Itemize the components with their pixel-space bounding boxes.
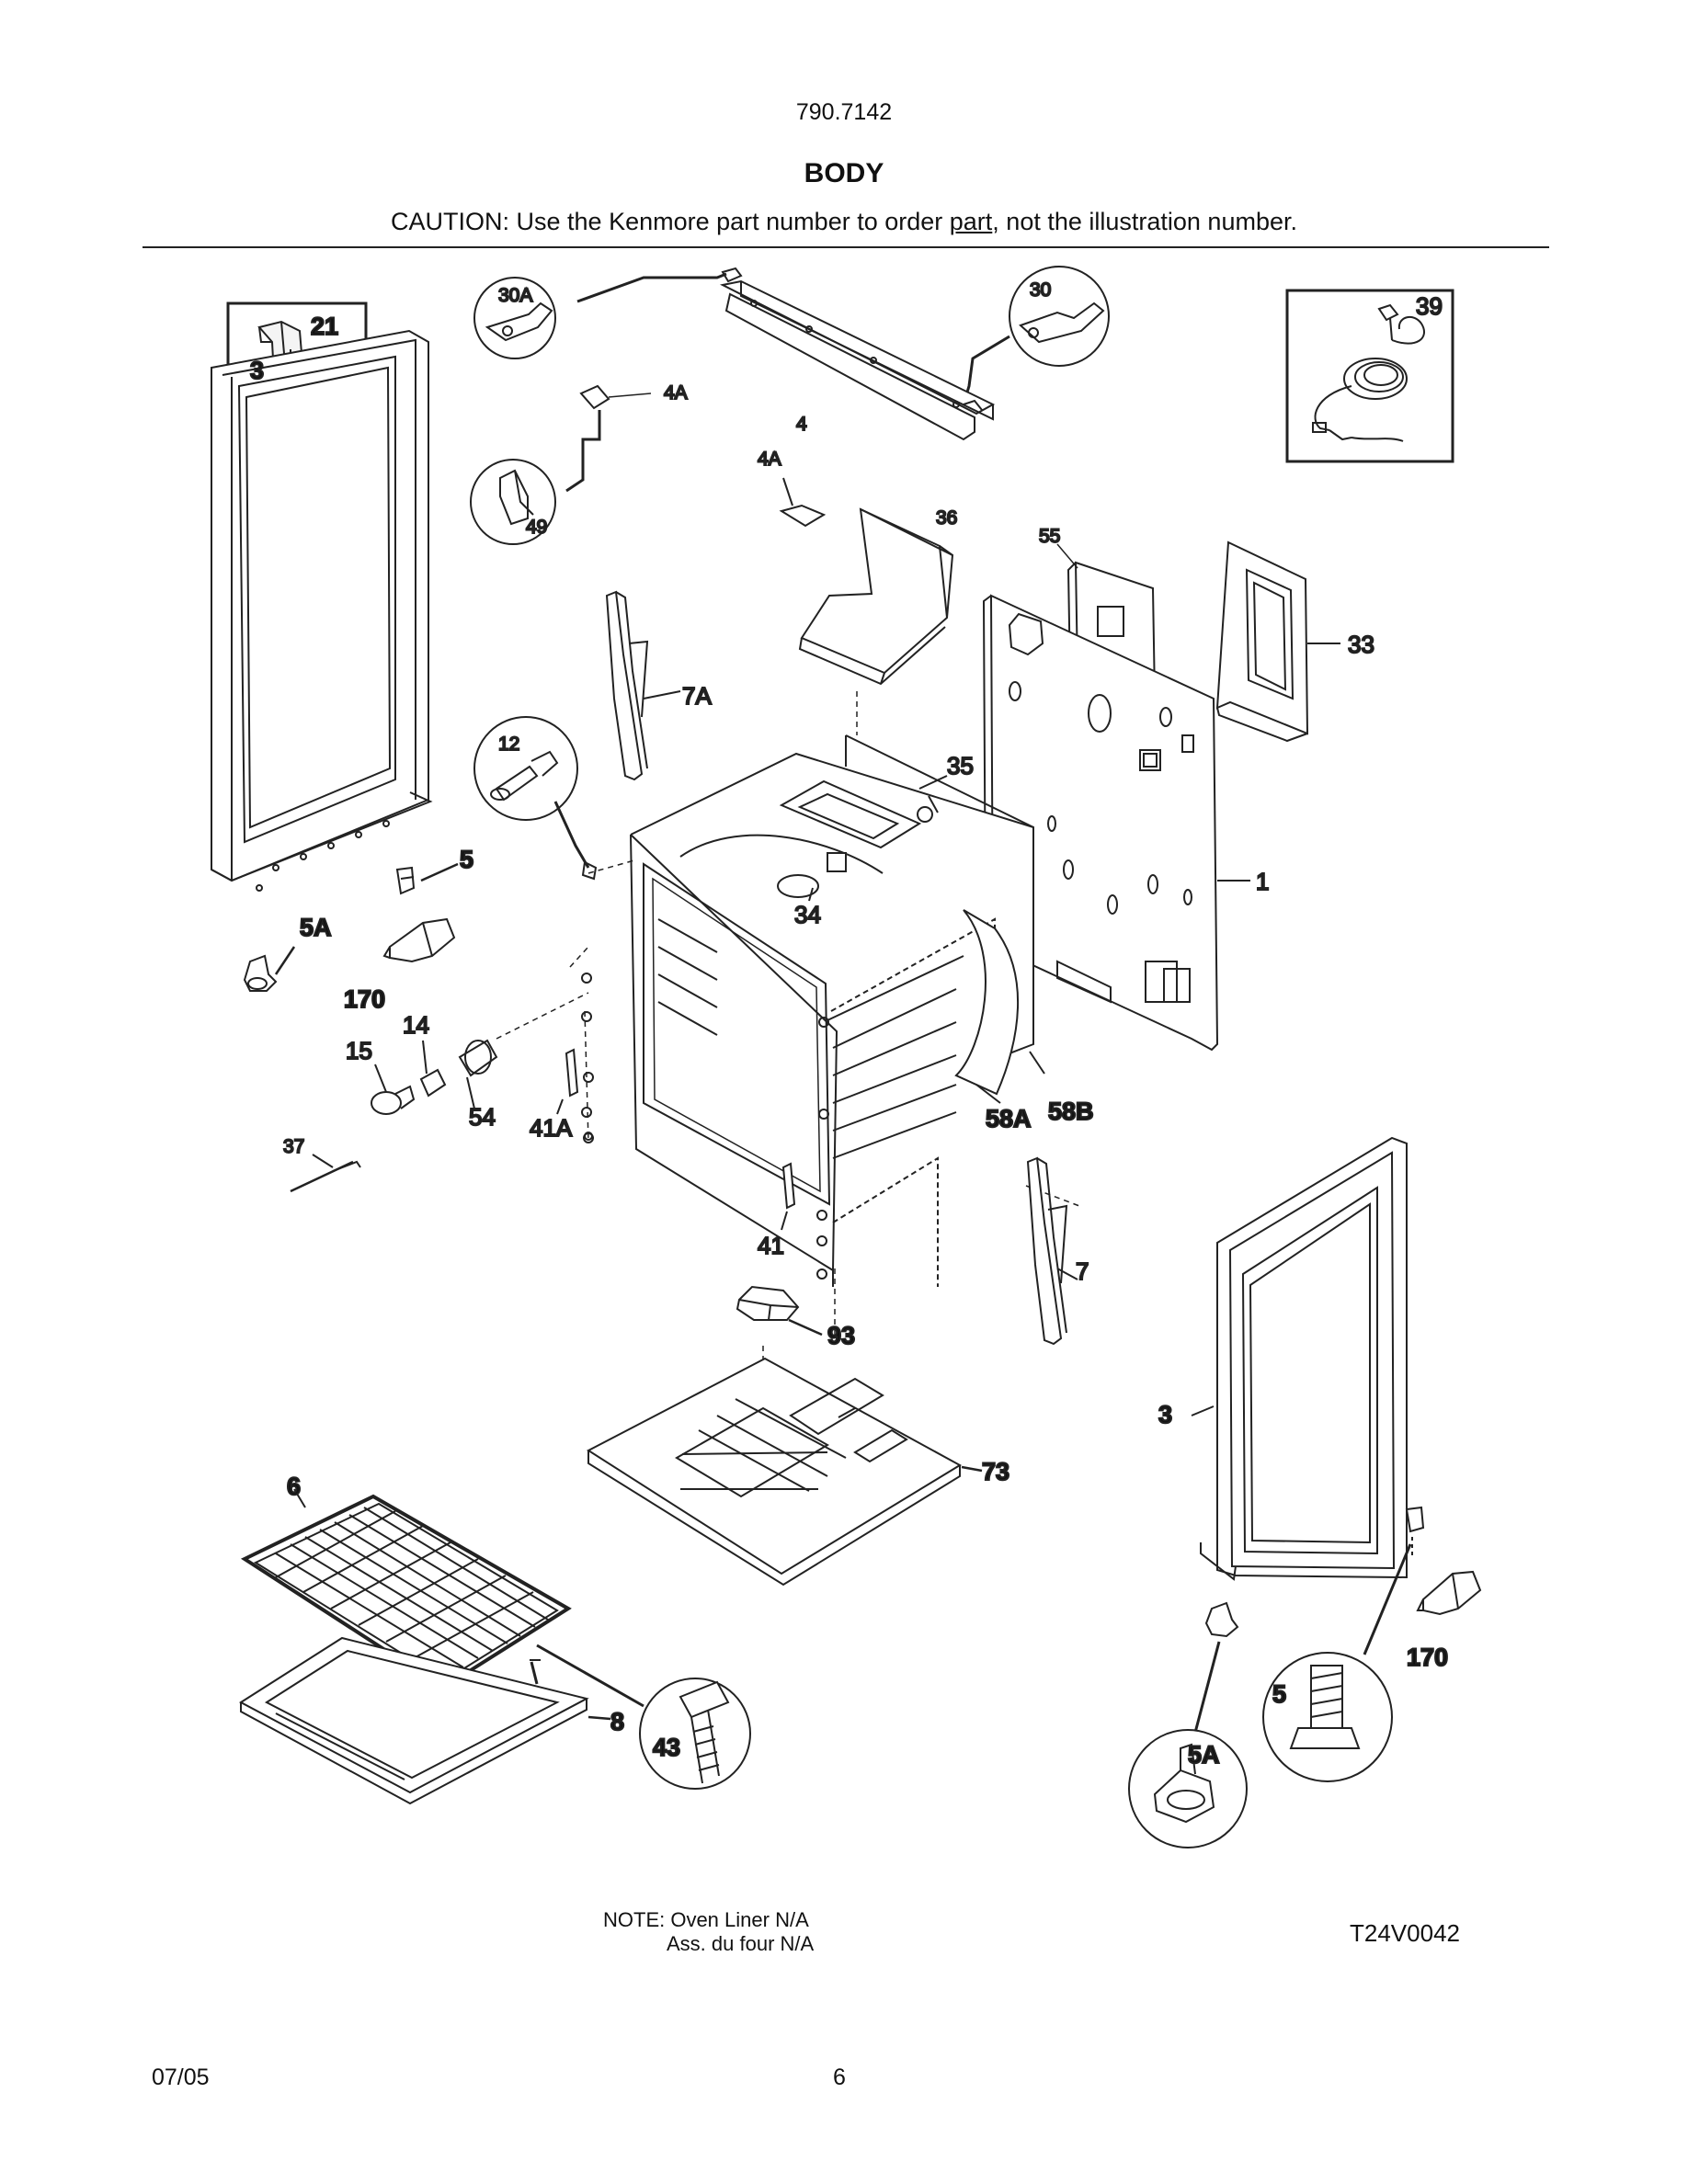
callout-49 xyxy=(470,459,556,545)
part-1-back-panel xyxy=(982,594,1250,1052)
callout-30A xyxy=(473,267,743,359)
label-39: 39 xyxy=(1416,292,1443,320)
model-number: 790.7142 xyxy=(795,99,893,125)
label-21: 21 xyxy=(311,313,338,340)
label-43: 43 xyxy=(653,1734,680,1761)
label-36: 36 xyxy=(936,507,957,529)
label-35: 35 xyxy=(947,752,974,779)
label-49: 49 xyxy=(526,517,547,538)
label-7: 7 xyxy=(1076,1257,1089,1285)
part-73-bottom-pan xyxy=(587,1357,983,1587)
label-8: 8 xyxy=(610,1708,624,1735)
label-34: 34 xyxy=(794,901,821,928)
label-37: 37 xyxy=(283,1136,304,1157)
label-5A-left: 5A xyxy=(300,914,332,941)
label-15: 15 xyxy=(346,1037,372,1064)
label-14: 14 xyxy=(403,1011,429,1039)
part-41A-clip xyxy=(556,1048,593,1141)
note-line-2: Ass. du four N/A xyxy=(667,1932,815,1955)
part-93-knob xyxy=(736,1285,823,1337)
right-side-panel xyxy=(1191,1136,1408,1581)
label-5-right: 5 xyxy=(1272,1680,1286,1708)
part-15-bulb xyxy=(371,1064,416,1115)
part-4A-top xyxy=(565,384,652,493)
label-58A: 58A xyxy=(986,1105,1032,1132)
leader-34 xyxy=(808,887,814,902)
label-41: 41 xyxy=(758,1232,784,1259)
label-170-left: 170 xyxy=(344,985,385,1013)
label-30A: 30A xyxy=(498,285,532,306)
part-170-left xyxy=(382,917,456,963)
label-1: 1 xyxy=(1256,868,1269,895)
part-5-left xyxy=(395,862,459,895)
label-7A: 7A xyxy=(682,682,712,710)
part-41-clip xyxy=(781,1162,796,1231)
caution-link[interactable]: part xyxy=(949,208,993,235)
part-4-bracket xyxy=(719,279,996,441)
part-4A-mid xyxy=(779,477,827,528)
label-33: 33 xyxy=(1348,631,1374,658)
leader-58B xyxy=(1029,1051,1045,1075)
label-6: 6 xyxy=(287,1473,301,1500)
page-title: BODY xyxy=(804,158,884,188)
callout-12 xyxy=(473,716,598,881)
part-43-screw xyxy=(530,1644,751,1790)
part-33-panel xyxy=(1215,540,1340,743)
part-170-right xyxy=(1416,1570,1482,1616)
caution-prefix: CAUTION: Use the Kenmore part number to … xyxy=(391,208,950,235)
label-4A-top: 4A xyxy=(664,382,688,404)
page-number: 6 xyxy=(833,2065,846,2090)
part-37-probe xyxy=(290,1154,361,1193)
part-8-drawer xyxy=(239,1636,611,1805)
header-divider xyxy=(143,246,1549,248)
label-5-left: 5 xyxy=(460,846,473,873)
label-12: 12 xyxy=(498,734,519,755)
part-39-inset xyxy=(1285,289,1454,463)
oven-cavity xyxy=(630,734,1034,1287)
label-93: 93 xyxy=(827,1322,855,1349)
part-54-cover xyxy=(458,1039,498,1109)
label-170-right: 170 xyxy=(1407,1644,1448,1671)
part-14-socket xyxy=(419,1040,447,1098)
part-5-right xyxy=(1262,1506,1425,1782)
note-line-1: NOTE: Oven Liner N/A xyxy=(603,1908,809,1931)
label-4: 4 xyxy=(796,414,807,435)
label-54: 54 xyxy=(469,1103,496,1131)
label-73: 73 xyxy=(982,1458,1009,1485)
label-30: 30 xyxy=(1030,279,1051,301)
label-41A: 41A xyxy=(530,1114,573,1142)
screws-left xyxy=(581,973,829,1280)
label-4A-mid: 4A xyxy=(758,449,781,470)
part-6-rack xyxy=(240,1488,572,1690)
caution-suffix: , not the illustration number. xyxy=(992,208,1297,235)
part-7-hinge xyxy=(1026,1156,1078,1346)
left-side-panel xyxy=(211,329,433,892)
label-3-left: 3 xyxy=(250,357,264,384)
leader-35 xyxy=(918,775,948,790)
part-5A-left xyxy=(243,946,296,992)
caution-text: CAUTION: Use the Kenmore part number to … xyxy=(0,208,1688,236)
label-5A-right: 5A xyxy=(1188,1741,1220,1769)
footer-date: 07/05 xyxy=(152,2065,210,2090)
diagram-code: T24V0042 xyxy=(1350,1919,1460,1947)
label-55: 55 xyxy=(1039,526,1060,547)
leader-58A xyxy=(975,1084,1001,1104)
label-3-right: 3 xyxy=(1158,1401,1172,1428)
label-58B: 58B xyxy=(1048,1098,1094,1125)
part-36-duct xyxy=(798,507,954,686)
part-7A-hinge xyxy=(605,590,681,781)
part-5A-right xyxy=(1128,1601,1248,1848)
